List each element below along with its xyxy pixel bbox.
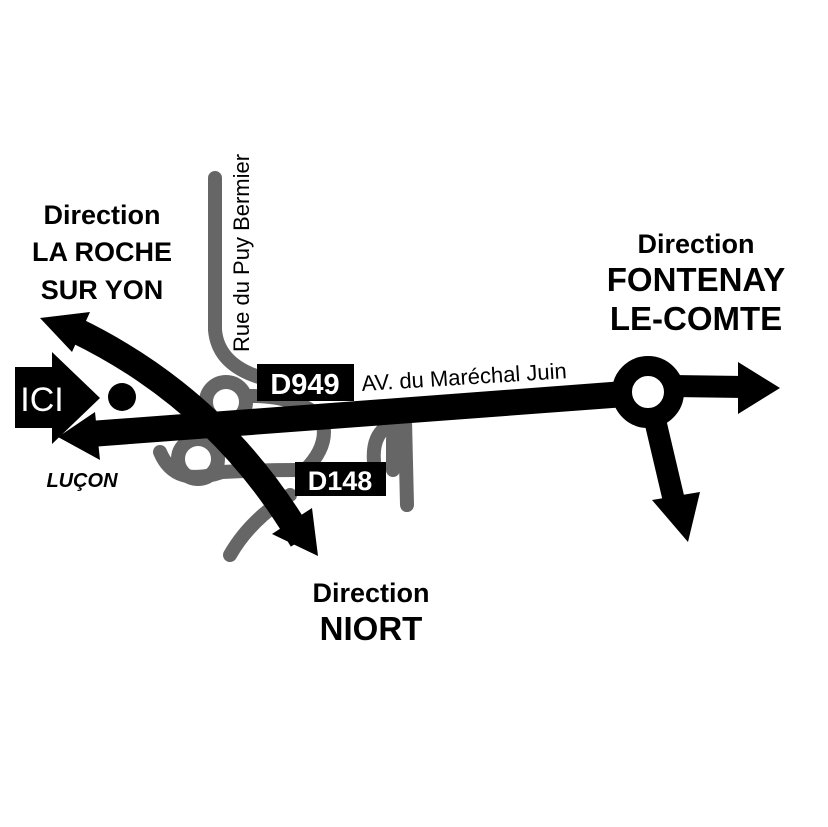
direction-fontenay: Direction FONTENAY LE-COMTE xyxy=(607,229,785,337)
lucon-label: LUÇON xyxy=(46,470,118,492)
east-squiggle-road xyxy=(366,413,414,512)
south-road xyxy=(644,417,686,508)
direction-niort: Direction NIORT xyxy=(312,578,429,647)
rue-label: Rue du Puy Bermier xyxy=(229,154,254,352)
direction-word: Direction xyxy=(43,200,160,230)
niort-arrowhead xyxy=(272,508,318,556)
le-comte-line: LE-COMTE xyxy=(610,300,782,337)
d949-badge xyxy=(257,364,354,401)
fontenay-line: FONTENAY xyxy=(607,261,785,298)
niort-line: NIORT xyxy=(320,610,423,647)
fontenay-road xyxy=(671,375,746,398)
direction-la-roche: Direction LA ROCHE SUR YON xyxy=(32,200,172,305)
d148-diagonal-road xyxy=(69,318,314,547)
sur-yon-line: SUR YON xyxy=(41,275,164,305)
roundabout-fontenay xyxy=(612,356,684,428)
main-roads xyxy=(40,312,780,556)
d949-road xyxy=(89,381,626,447)
direction-word: Direction xyxy=(312,578,429,608)
fontenay-arrowhead xyxy=(738,362,780,414)
la-roche-arrowhead xyxy=(40,312,90,352)
d949-label: D949 xyxy=(270,369,339,401)
lucon-arrowhead xyxy=(58,412,100,460)
here-marker: ICI xyxy=(15,352,136,444)
location-dot-icon xyxy=(108,383,136,411)
south-arrowhead xyxy=(652,492,700,542)
direction-word: Direction xyxy=(637,229,754,259)
here-label: ICI xyxy=(20,381,63,419)
here-arrow-icon xyxy=(15,352,100,444)
rue-du-puy-bermier-road xyxy=(208,171,269,385)
d148-label: D148 xyxy=(308,466,373,496)
la-roche-line: LA ROCHE xyxy=(32,237,172,267)
d148-badge xyxy=(295,462,386,496)
